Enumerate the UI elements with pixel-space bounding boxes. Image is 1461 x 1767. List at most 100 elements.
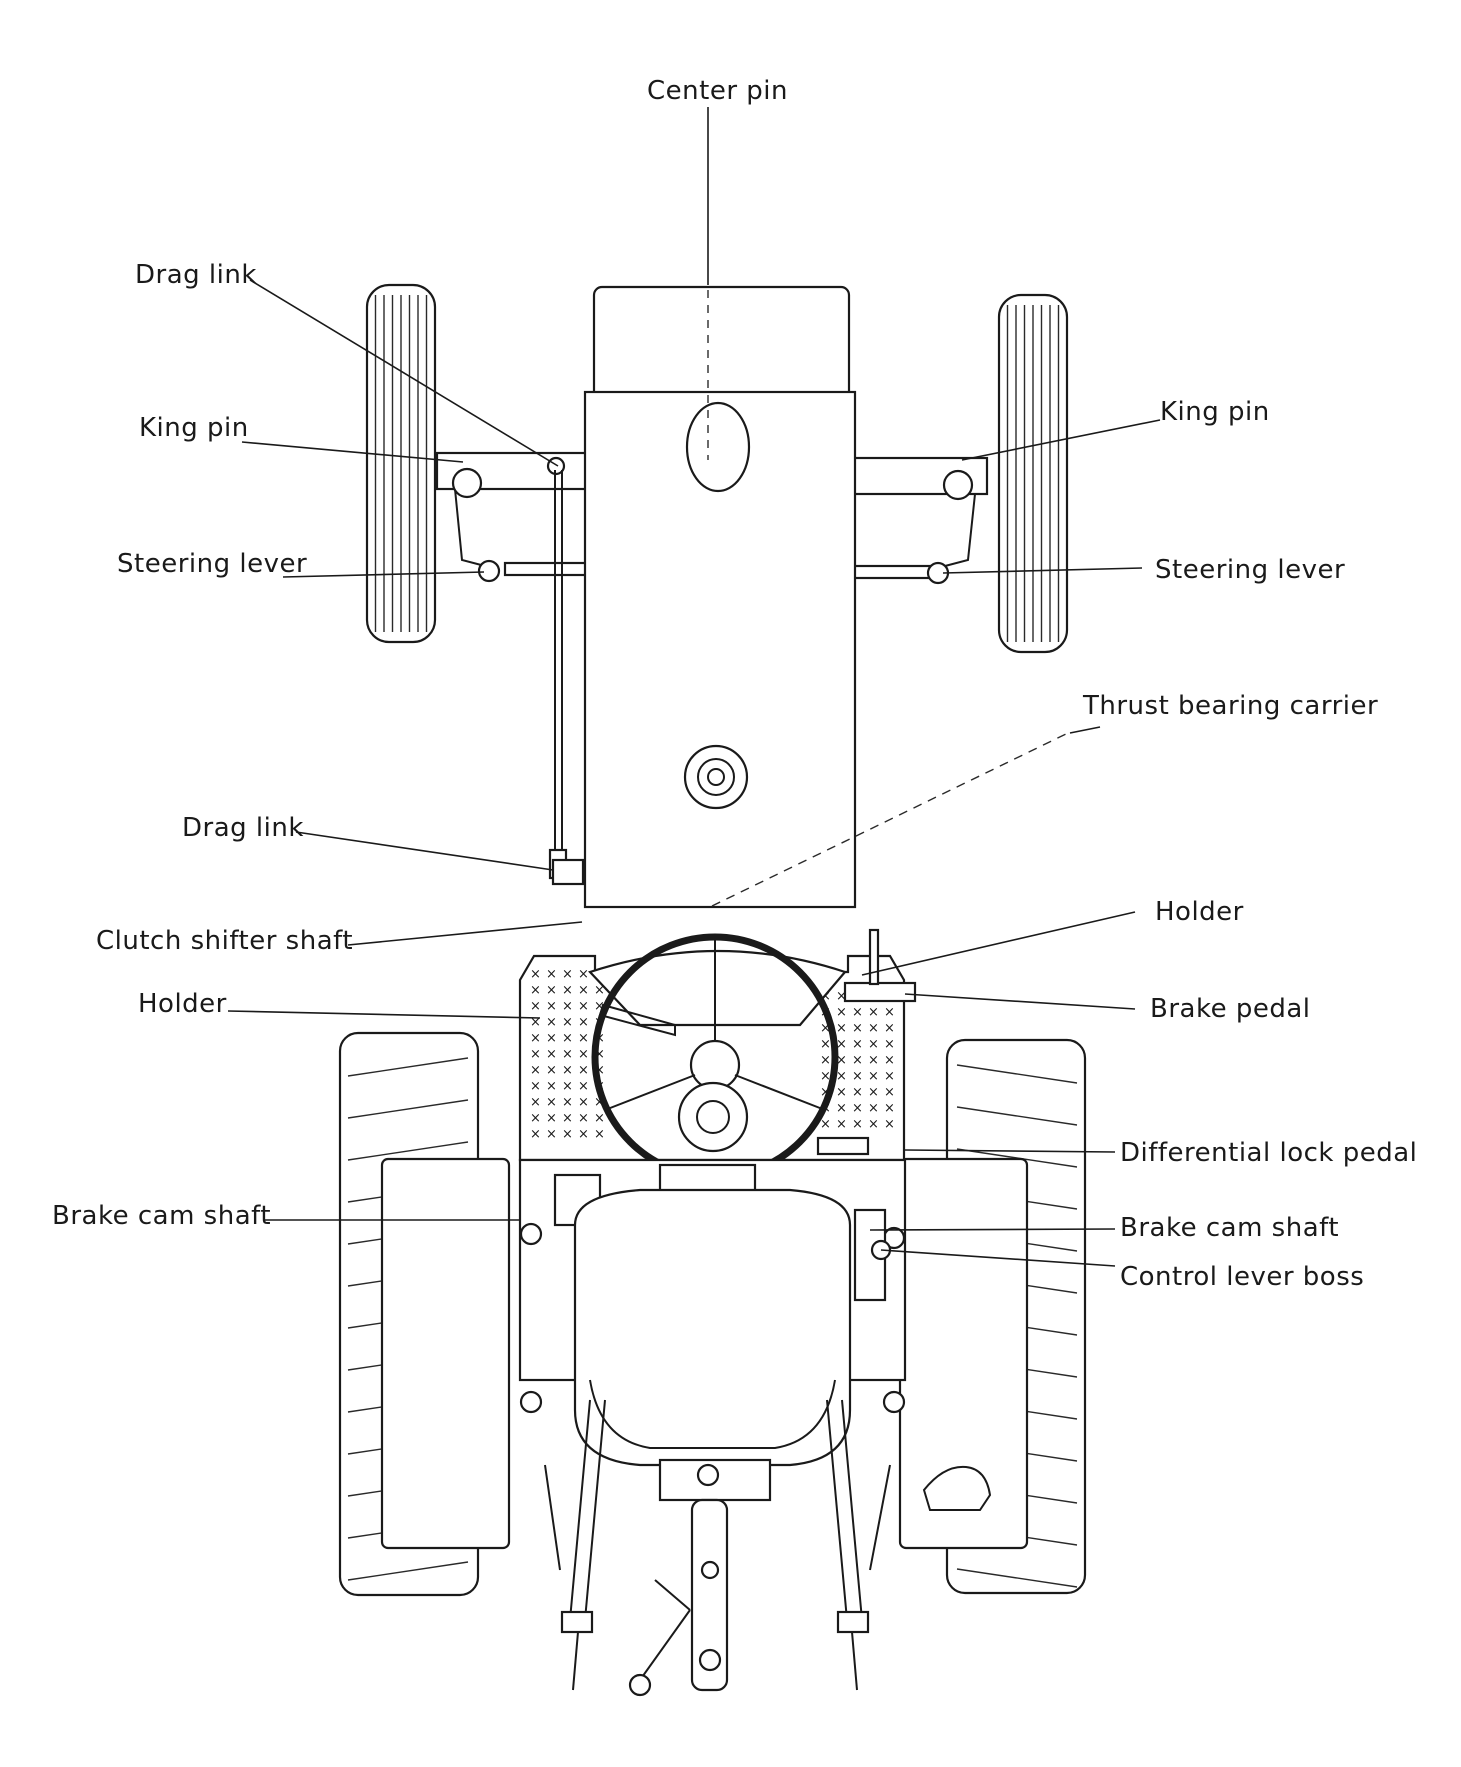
svg-text:×: × xyxy=(530,1111,541,1126)
svg-text:×: × xyxy=(562,1031,573,1046)
svg-text:×: × xyxy=(562,1127,573,1142)
svg-text:×: × xyxy=(852,1053,863,1068)
svg-text:×: × xyxy=(820,1021,831,1036)
svg-text:×: × xyxy=(578,1031,589,1046)
svg-text:×: × xyxy=(820,1037,831,1052)
svg-text:×: × xyxy=(546,999,557,1014)
svg-text:×: × xyxy=(578,999,589,1014)
svg-text:×: × xyxy=(594,1047,605,1062)
svg-text:×: × xyxy=(546,1047,557,1062)
fenders xyxy=(380,1157,1029,1550)
svg-text:×: × xyxy=(836,1069,847,1084)
label-differential-lock-pedal: Differential lock pedal xyxy=(1120,1138,1418,1168)
svg-text:×: × xyxy=(836,1053,847,1068)
svg-text:×: × xyxy=(836,1101,847,1116)
hood xyxy=(583,285,1069,909)
label-drag-link-top: Drag link xyxy=(135,260,257,290)
svg-text:×: × xyxy=(530,1031,541,1046)
svg-text:×: × xyxy=(868,1037,879,1052)
svg-text:×: × xyxy=(578,1015,589,1030)
svg-text:×: × xyxy=(578,1127,589,1142)
svg-text:×: × xyxy=(594,999,605,1014)
svg-text:×: × xyxy=(562,967,573,982)
svg-text:×: × xyxy=(562,1111,573,1126)
svg-text:×: × xyxy=(530,999,541,1014)
svg-text:×: × xyxy=(884,1069,895,1084)
svg-text:×: × xyxy=(884,1117,895,1132)
svg-text:×: × xyxy=(594,983,605,998)
label-clutch-shifter-shaft: Clutch shifter shaft xyxy=(96,926,354,956)
svg-text:×: × xyxy=(836,1117,847,1132)
svg-text:×: × xyxy=(836,1085,847,1100)
svg-text:×: × xyxy=(546,1015,557,1030)
svg-text:×: × xyxy=(868,1085,879,1100)
svg-text:×: × xyxy=(594,1111,605,1126)
svg-text:×: × xyxy=(578,1111,589,1126)
svg-text:×: × xyxy=(578,1063,589,1078)
svg-text:×: × xyxy=(562,1063,573,1078)
svg-text:×: × xyxy=(594,1095,605,1110)
svg-text:×: × xyxy=(546,983,557,998)
svg-text:×: × xyxy=(546,1095,557,1110)
svg-text:×: × xyxy=(836,1037,847,1052)
svg-text:×: × xyxy=(852,1117,863,1132)
svg-text:×: × xyxy=(562,1079,573,1094)
label-holder-left: Holder xyxy=(138,989,227,1019)
label-king-pin-right: King pin xyxy=(1160,397,1270,427)
front-wheel-left-icon xyxy=(365,283,437,644)
label-holder-right: Holder xyxy=(1155,897,1244,927)
svg-text:×: × xyxy=(530,983,541,998)
label-control-lever-boss: Control lever boss xyxy=(1120,1262,1365,1292)
svg-text:×: × xyxy=(594,1127,605,1142)
label-center-pin: Center pin xyxy=(647,76,788,106)
svg-text:×: × xyxy=(530,1047,541,1062)
svg-text:×: × xyxy=(884,1005,895,1020)
svg-text:×: × xyxy=(820,1053,831,1068)
svg-text:×: × xyxy=(578,967,589,982)
svg-text:×: × xyxy=(820,1117,831,1132)
front-wheel-right-icon xyxy=(997,293,1069,654)
svg-text:×: × xyxy=(868,1053,879,1068)
svg-text:×: × xyxy=(884,1101,895,1116)
rear-hitch xyxy=(544,1399,891,1697)
svg-text:×: × xyxy=(578,1047,589,1062)
svg-text:×: × xyxy=(578,1079,589,1094)
svg-text:×: × xyxy=(868,1005,879,1020)
svg-text:×: × xyxy=(578,1095,589,1110)
svg-text:×: × xyxy=(836,1005,847,1020)
svg-text:×: × xyxy=(884,1037,895,1052)
label-steering-lever-right: Steering lever xyxy=(1155,555,1346,585)
svg-text:×: × xyxy=(868,1021,879,1036)
front-axle xyxy=(435,451,989,585)
label-drag-link-mid: Drag link xyxy=(182,813,304,843)
svg-text:×: × xyxy=(884,1021,895,1036)
svg-text:×: × xyxy=(562,999,573,1014)
svg-text:×: × xyxy=(546,1111,557,1126)
svg-text:×: × xyxy=(530,1095,541,1110)
svg-text:×: × xyxy=(868,1101,879,1116)
svg-text:×: × xyxy=(546,1079,557,1094)
svg-text:×: × xyxy=(852,1085,863,1100)
svg-text:×: × xyxy=(884,1053,895,1068)
svg-text:×: × xyxy=(820,1069,831,1084)
label-steering-lever-left: Steering lever xyxy=(117,549,308,579)
svg-text:×: × xyxy=(530,1015,541,1030)
svg-text:×: × xyxy=(546,1063,557,1078)
svg-text:×: × xyxy=(530,1079,541,1094)
svg-text:×: × xyxy=(594,1063,605,1078)
svg-text:×: × xyxy=(884,1085,895,1100)
svg-text:×: × xyxy=(852,1037,863,1052)
label-brake-cam-shaft-left: Brake cam shaft xyxy=(52,1201,272,1231)
svg-text:×: × xyxy=(852,1101,863,1116)
svg-text:×: × xyxy=(578,983,589,998)
svg-text:×: × xyxy=(852,1069,863,1084)
svg-text:×: × xyxy=(562,1047,573,1062)
svg-text:×: × xyxy=(546,967,557,982)
svg-text:×: × xyxy=(820,1085,831,1100)
svg-text:×: × xyxy=(562,1015,573,1030)
leader-lines xyxy=(227,107,1161,1267)
svg-text:×: × xyxy=(546,1127,557,1142)
svg-text:×: × xyxy=(868,1069,879,1084)
svg-text:×: × xyxy=(852,1005,863,1020)
